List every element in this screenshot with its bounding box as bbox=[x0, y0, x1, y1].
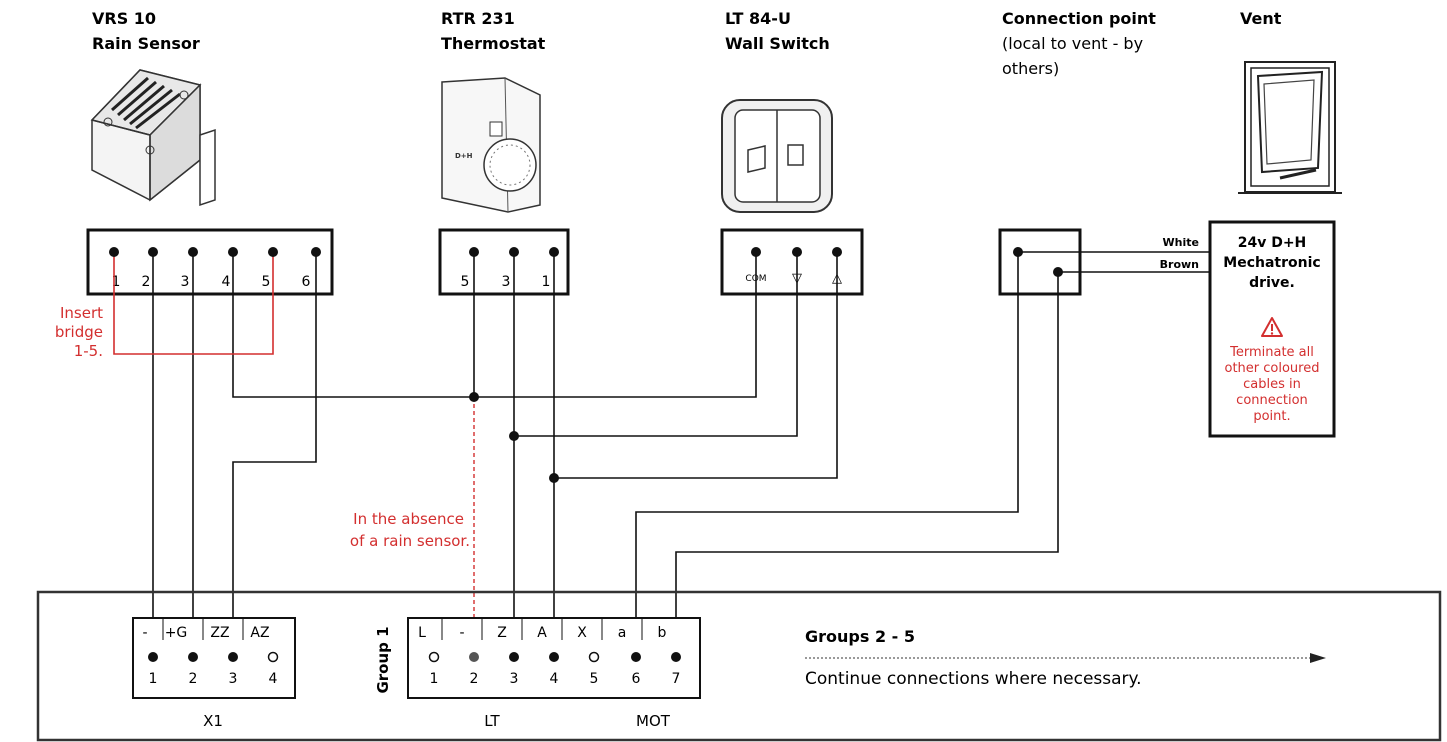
x1-top-label: - bbox=[142, 625, 147, 641]
group1-top-label: - bbox=[459, 625, 464, 641]
x1-bottom-label: 4 bbox=[269, 671, 278, 687]
rs-terminal-label: 1 bbox=[112, 274, 121, 290]
white-wire-label: White bbox=[1163, 236, 1199, 249]
rs-terminal-label: 4 bbox=[222, 274, 231, 290]
drive-label: 24v D+H bbox=[1238, 235, 1307, 251]
controller-panel bbox=[36, 590, 1442, 742]
x1-bottom-label: 2 bbox=[189, 671, 198, 687]
rain-sensor-terminal-block bbox=[86, 228, 334, 296]
vent-image bbox=[1238, 61, 1342, 194]
connection-point-terminal-block bbox=[998, 228, 1082, 296]
group1-top-label: L bbox=[418, 625, 426, 641]
bridge-note: bridge bbox=[55, 323, 103, 341]
vent-title: Vent bbox=[1240, 9, 1282, 28]
rs-terminal-label: 3 bbox=[181, 274, 190, 290]
thermostat-image: D+H bbox=[441, 77, 541, 213]
drive-warning: Terminate all bbox=[1229, 345, 1314, 360]
thermostat-title: RTR 231 bbox=[441, 9, 515, 28]
absence-note: of a rain sensor. bbox=[350, 532, 470, 550]
wall-switch-subtitle: Wall Switch bbox=[725, 34, 830, 53]
group1-bottom-label: 7 bbox=[672, 671, 681, 687]
group1-top-label: X bbox=[577, 625, 587, 641]
drive-label: drive. bbox=[1249, 275, 1295, 291]
drive-warning: point. bbox=[1253, 409, 1290, 424]
drive-label: Mechatronic bbox=[1223, 255, 1320, 271]
rain-sensor-title: VRS 10 bbox=[92, 9, 156, 28]
group1-bottom-label: 6 bbox=[632, 671, 641, 687]
terminal-dots bbox=[109, 247, 1063, 483]
groups-note-title: Groups 2 - 5 bbox=[805, 627, 915, 646]
group1-bottom-label: 2 bbox=[470, 671, 479, 687]
arrow-right-icon bbox=[1310, 653, 1326, 663]
thermostat-subtitle: Thermostat bbox=[441, 34, 546, 53]
x1-top-label: ZZ bbox=[210, 625, 229, 641]
x1-bottom-label: 3 bbox=[229, 671, 238, 687]
group1-top-label: A bbox=[537, 625, 547, 641]
group1-bottom-label: 3 bbox=[510, 671, 519, 687]
x1-label: X1 bbox=[203, 712, 223, 730]
rs-terminal-label: 6 bbox=[302, 274, 311, 290]
drive-warning: cables in bbox=[1243, 377, 1301, 392]
rs-terminal-label: 2 bbox=[142, 274, 151, 290]
groups-note-text: Continue connections where necessary. bbox=[805, 669, 1142, 689]
group1-bottom-label: 5 bbox=[590, 671, 599, 687]
absence-note: In the absence bbox=[353, 510, 464, 528]
wires bbox=[152, 251, 1210, 657]
mot-label: MOT bbox=[636, 712, 671, 730]
bridge-wire bbox=[113, 252, 274, 355]
brown-wire-label: Brown bbox=[1160, 258, 1199, 271]
x1-bottom-label: 1 bbox=[149, 671, 158, 687]
th-terminal-label: 5 bbox=[461, 274, 470, 290]
wall-switch-terminal-block bbox=[720, 228, 864, 296]
x1-top-label: +G bbox=[165, 625, 188, 641]
th-terminal-label: 3 bbox=[502, 274, 511, 290]
bridge-note: Insert bbox=[60, 304, 103, 322]
th-terminal-label: 1 bbox=[542, 274, 551, 290]
drive-warning: other coloured bbox=[1225, 361, 1320, 376]
lt-label: LT bbox=[484, 712, 500, 730]
group1-bottom-label: 1 bbox=[430, 671, 439, 687]
group1-top-label: b bbox=[658, 625, 667, 641]
bridge-note: 1-5. bbox=[74, 342, 103, 360]
warning-triangle-icon bbox=[1261, 317, 1283, 337]
rain-sensor-image bbox=[90, 69, 216, 207]
x1-top-label: AZ bbox=[250, 625, 269, 641]
connection-point-note-2: others) bbox=[1002, 59, 1059, 78]
connection-point-note-1: (local to vent - by bbox=[1002, 34, 1143, 53]
rain-sensor-subtitle: Rain Sensor bbox=[92, 34, 200, 53]
wall-switch-title: LT 84-U bbox=[725, 9, 791, 28]
connection-point-title: Connection point bbox=[1002, 9, 1156, 28]
group1-label: Group 1 bbox=[374, 626, 392, 693]
rs-terminal-label: 5 bbox=[262, 274, 271, 290]
group1-bottom-label: 4 bbox=[550, 671, 559, 687]
group1-top-label: Z bbox=[497, 625, 507, 641]
svg-text:D+H: D+H bbox=[455, 152, 473, 160]
group1-top-label: a bbox=[618, 625, 627, 641]
drive-warning: connection bbox=[1236, 393, 1308, 408]
wall-switch-image bbox=[721, 99, 833, 213]
thermostat-terminal-block bbox=[438, 228, 570, 296]
